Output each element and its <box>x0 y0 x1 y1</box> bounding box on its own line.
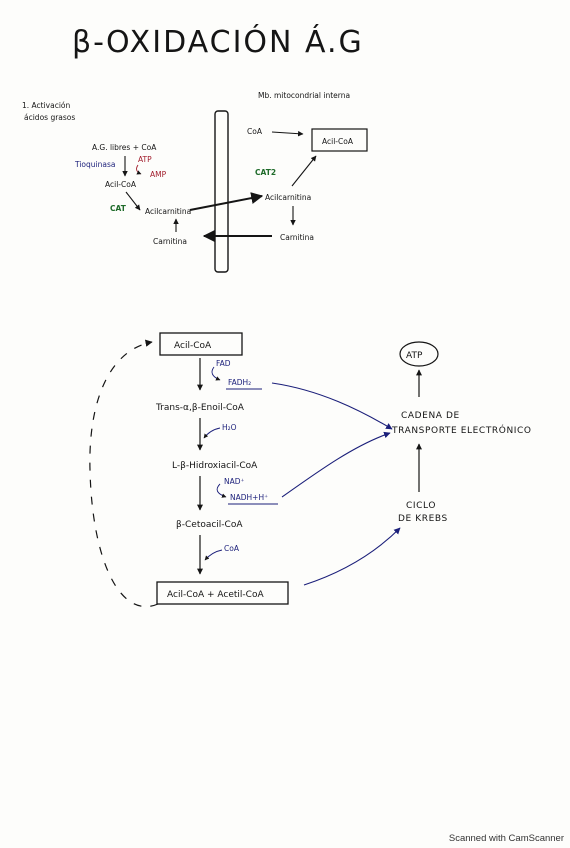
carnitine-matrix: Carnitina <box>280 233 314 242</box>
fad-curve <box>211 366 221 381</box>
acylcarnitine-to-acyl-coa-arrow <box>291 155 317 187</box>
h2o-curve <box>203 427 221 439</box>
coa-to-acyl-coa-arrow <box>271 130 304 137</box>
acylcarnitine-cytosol: Acilcarnitina <box>145 207 191 216</box>
acylcarnitine-matrix: Acilcarnitina <box>265 193 311 202</box>
acyl-coa-to-acylcarnitine-arrow <box>125 191 141 211</box>
ketoacyl-coa: β-Cetoacil-CoA <box>176 520 243 530</box>
fadh2-label: FADH₂ <box>228 378 251 387</box>
krebs-label-line2: DE KREBS <box>398 514 448 524</box>
acyl-coa-cytosol: Acil-CoA <box>105 180 137 189</box>
coa-matrix: CoA <box>247 127 263 136</box>
etc-label-line2: TRANSPORTE ELECTRÓNICO <box>391 424 532 436</box>
coa-curve <box>204 549 223 561</box>
acyl-coa-matrix-box <box>311 128 368 152</box>
scanner-watermark: Scanned with CamScanner <box>448 833 564 844</box>
atp-to-amp-curve <box>136 164 142 175</box>
nadh-to-etc-arrow <box>281 431 391 498</box>
carnitine-cytosol: Carnitina <box>153 237 187 246</box>
atp-circle <box>399 341 439 367</box>
thiokinase-label: Tioquinasa <box>74 160 115 169</box>
activation-heading-line2: ácidos grasos <box>24 113 75 122</box>
acyl-coa-start: Acil-CoA <box>174 341 212 351</box>
fatty-acid-plus-coa: A.G. libres + CoA <box>92 143 157 152</box>
fadh2-to-etc-arrow <box>271 382 393 430</box>
nad-curve <box>216 483 227 498</box>
inner-mitochondrial-membrane <box>214 110 229 273</box>
acyl-coa-matrix: Acil-CoA <box>322 137 354 146</box>
acylcarnitine-import-arrow <box>189 192 264 211</box>
membrane-label: Mb. mitocondrial interna <box>258 91 350 100</box>
cat2-label: CAT2 <box>255 168 276 177</box>
coa-cycle-label: CoA <box>224 544 240 553</box>
acetyl-coa-to-krebs-arrow <box>303 527 401 586</box>
krebs-label-line1: CICLO <box>406 501 436 511</box>
atp-output: ATP <box>406 351 423 361</box>
nad-label: NAD⁺ <box>224 477 245 486</box>
h2o-label: H₂O <box>222 423 237 432</box>
nadh-label: NADH+H⁺ <box>230 493 268 502</box>
products: Acil-CoA + Acetil-CoA <box>167 590 264 600</box>
cat-label: CAT <box>110 204 127 213</box>
trans-enoyl-coa: Trans-α,β-Enoil-CoA <box>155 403 245 413</box>
activation-heading-line1: 1. Activación <box>22 101 71 110</box>
acyl-coa-box <box>159 332 243 356</box>
fad-label: FAD <box>216 359 231 368</box>
atp-label: ATP <box>138 155 152 164</box>
etc-label-line1: CADENA DE <box>401 411 460 421</box>
products-box <box>156 581 289 605</box>
page-title: β-OXIDACIÓN Á.G <box>72 23 364 60</box>
amp-label: AMP <box>150 170 167 179</box>
hydroxyacyl-coa: L-β-Hidroxiacil-CoA <box>172 461 258 471</box>
acyl-coa-recycle-arrow <box>89 339 159 608</box>
